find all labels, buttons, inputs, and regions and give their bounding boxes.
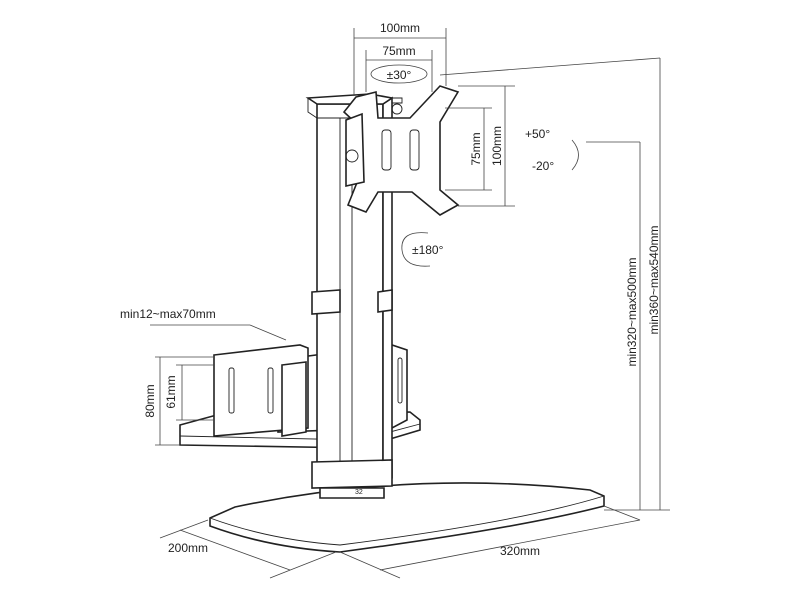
vesa-plate [342, 85, 460, 216]
column-mark-label: 32 [355, 489, 363, 496]
vesa-min-width-label: 75mm [382, 44, 415, 58]
swivel-label: ±30° [387, 68, 412, 82]
dimension-lines [150, 28, 670, 579]
holder-inner-height-label: 61mm [164, 375, 178, 408]
vesa-max-width-label: 100mm [380, 21, 420, 35]
base-width-label: 320mm [500, 544, 540, 558]
tilt-up-label: +50° [525, 127, 550, 141]
holder-outer-height-label: 80mm [143, 384, 157, 417]
vesa-min-height-label: 75mm [469, 132, 483, 165]
holder-width-label: min12~max70mm [120, 307, 216, 321]
base-plate [209, 482, 605, 553]
rotation-arrows [370, 64, 579, 267]
base-depth-label: 200mm [168, 541, 208, 555]
vesa-height-range-label: min320~max500mm [625, 257, 639, 366]
rotation-label: ±180° [412, 243, 444, 257]
tilt-down-label: -20° [532, 159, 554, 173]
total-height-range-label: min360~max540mm [647, 225, 661, 334]
vesa-max-height-label: 100mm [490, 126, 504, 166]
